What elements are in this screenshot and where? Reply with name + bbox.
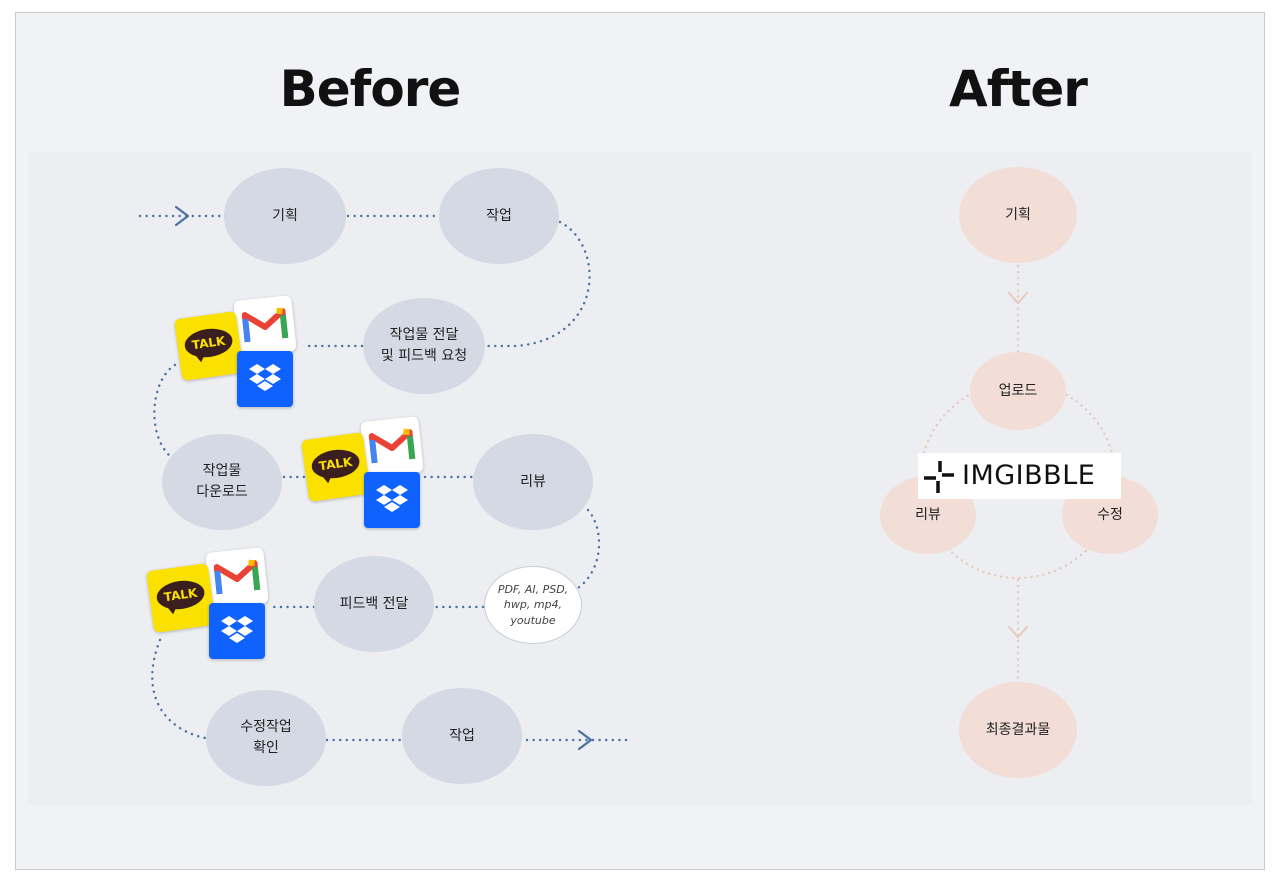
before-node-deliver: 작업물 전달 및 피드백 요청 — [363, 298, 485, 394]
gmail-icon — [205, 547, 269, 609]
gmail-icon — [360, 416, 424, 478]
entry-arrowhead — [174, 205, 190, 227]
imgibble-logo: IMGIBBLE — [918, 453, 1121, 499]
channel-icon-cluster: TALK — [300, 416, 430, 534]
kakaotalk-icon: TALK — [173, 310, 245, 382]
imgibble-wordmark: IMGIBBLE — [962, 460, 1096, 491]
kakaotalk-icon: TALK — [145, 562, 217, 634]
after-node-plan: 기획 — [959, 167, 1077, 263]
dropbox-icon — [364, 472, 420, 528]
before-node-confirm: 수정작업 확인 — [206, 690, 326, 786]
icons-download-connector — [153, 363, 177, 462]
icons-confirm-connector — [151, 638, 207, 740]
work-deliver-connector — [485, 220, 591, 348]
exit-arrowhead — [577, 729, 593, 751]
after-node-final: 최종결과물 — [959, 682, 1077, 778]
before-node-work-again: 작업 — [402, 688, 522, 784]
kakaotalk-label: TALK — [154, 577, 207, 613]
plan-upload-arrowhead — [1008, 292, 1028, 304]
gmail-icon — [233, 295, 297, 357]
before-node-file-formats: PDF, AI, PSD, hwp, mp4, youtube — [484, 566, 582, 644]
dropbox-icon — [237, 351, 293, 407]
channel-icon-cluster: TALK — [173, 295, 303, 413]
before-node-work: 작업 — [439, 168, 559, 264]
before-node-download: 작업물 다운로드 — [162, 434, 282, 530]
review-formats-connector — [576, 508, 601, 590]
before-node-review: 리뷰 — [473, 434, 593, 530]
before-node-plan: 기획 — [224, 168, 346, 264]
channel-icon-cluster: TALK — [145, 547, 275, 665]
imgibble-mark-icon — [924, 461, 954, 493]
after-heading: After — [949, 60, 1088, 118]
kakaotalk-icon: TALK — [300, 431, 372, 503]
kakaotalk-label: TALK — [182, 325, 235, 361]
before-node-feedback: 피드백 전달 — [314, 556, 434, 652]
kakaotalk-label: TALK — [309, 446, 362, 482]
after-node-upload: 업로드 — [970, 352, 1066, 430]
cycle-final-arrowhead — [1008, 626, 1028, 638]
before-heading: Before — [279, 60, 462, 118]
dropbox-icon — [209, 603, 265, 659]
